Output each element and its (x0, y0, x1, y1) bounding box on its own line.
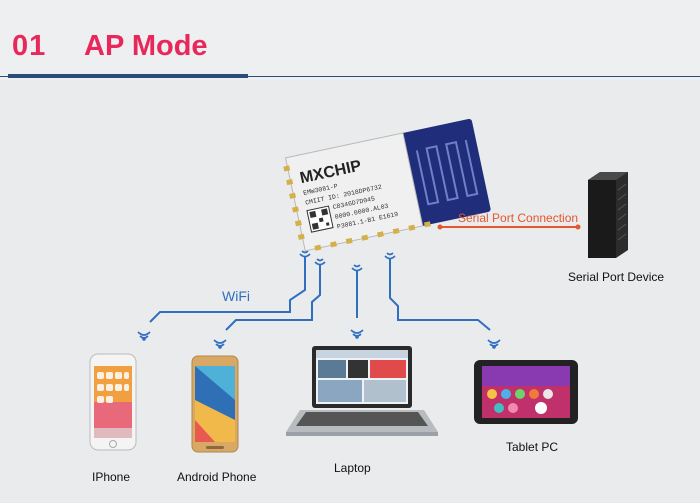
header-rule-accent (8, 74, 248, 78)
serial-endpoint-chip (437, 224, 443, 230)
android-phone-icon (191, 355, 239, 453)
header-rule (0, 76, 700, 77)
mxchip-module: MXCHIP EMW3081-P CMIIT ID: 2018DP6732 C8… (283, 118, 491, 252)
tablet-icon (474, 360, 578, 424)
laptop-label: Laptop (334, 461, 371, 475)
laptop-icon (286, 346, 438, 436)
section-number: 01 (12, 30, 47, 62)
serial-device-icon (588, 172, 628, 258)
header-band: 01 AP Mode (0, 0, 700, 80)
module-antenna (415, 139, 479, 206)
iphone-icon (89, 353, 137, 451)
wifi-line-iphone (149, 256, 306, 323)
wifi-signal-icons-devices (137, 329, 501, 349)
wifi-signal-icons-chip (299, 250, 396, 272)
wifi-line-tablet (389, 258, 491, 331)
wifi-label: WiFi (222, 288, 250, 304)
serial-endpoint-device (575, 224, 581, 230)
tablet-label: Tablet PC (506, 440, 559, 454)
android-phone-label: Android Phone (177, 470, 257, 484)
page-title: AP Mode (84, 30, 208, 62)
serial-connection-label: Serial Port Connection (458, 211, 579, 225)
module-pins (283, 165, 431, 251)
iphone-label: IPhone (92, 470, 131, 484)
tablet-app-icons (487, 389, 553, 414)
wifi-connection-lines (149, 256, 491, 331)
serial-device-label: Serial Port Device (568, 270, 665, 284)
wifi-line-android (225, 265, 321, 331)
